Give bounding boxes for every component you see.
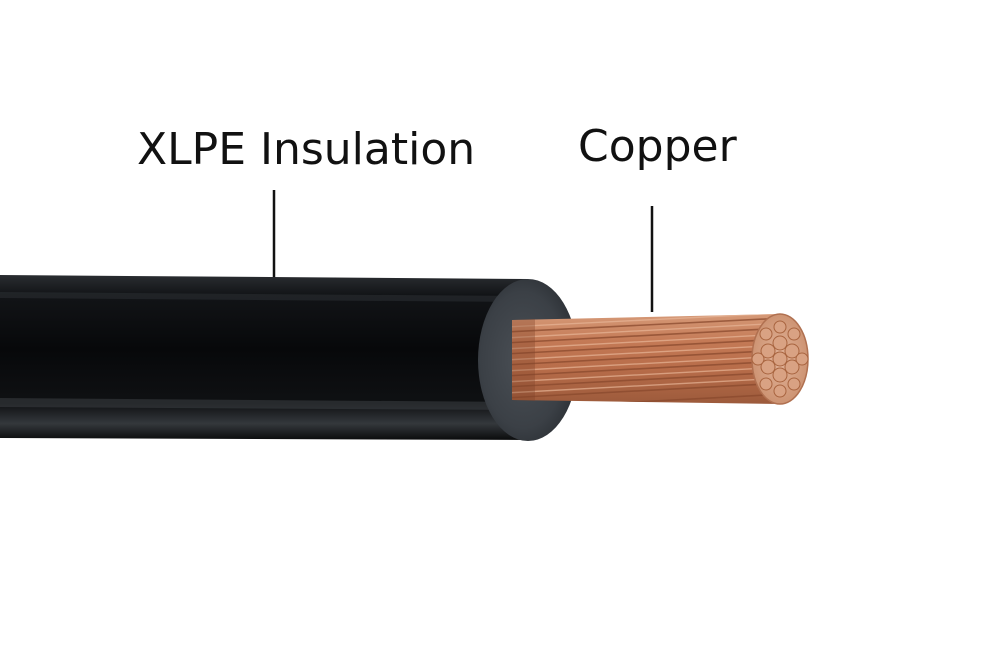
copper-label: Copper [578, 121, 737, 172]
insulation-jacket [0, 275, 528, 440]
jacket-highlight [0, 398, 520, 410]
insulation-label: XLPE Insulation [137, 124, 476, 175]
copper-strand-face [751, 313, 809, 405]
copper-conductor [512, 314, 780, 404]
jacket-sheen [0, 292, 520, 302]
